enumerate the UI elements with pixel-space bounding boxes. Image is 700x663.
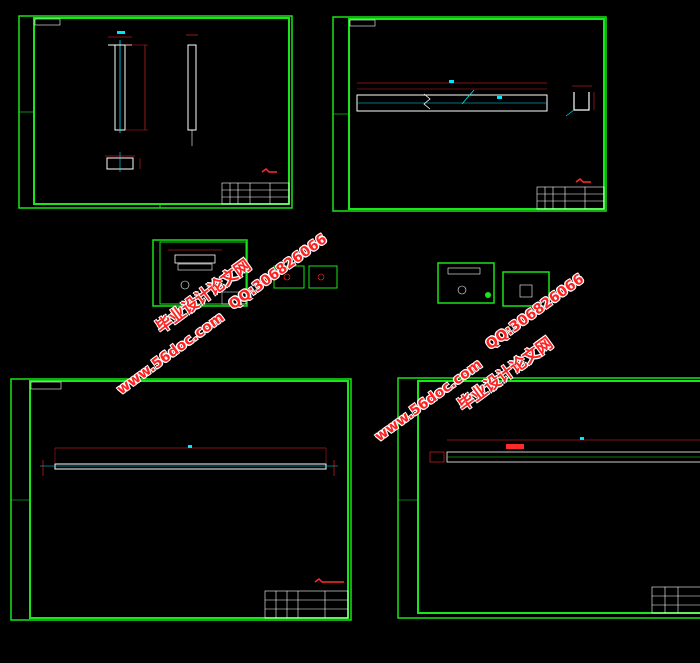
title-block — [536, 186, 605, 210]
drawing-sheet-small-5[interactable] — [502, 271, 550, 307]
drawing-sheet-small-2[interactable] — [273, 265, 305, 289]
part-channel-section — [565, 85, 595, 117]
drawing-sheet-4[interactable] — [397, 377, 700, 619]
part-extrusion — [429, 437, 700, 463]
roughness-mark — [314, 578, 344, 583]
drawing-sheet-2[interactable] — [332, 16, 607, 212]
drawing-sheet-small-1[interactable] — [152, 239, 248, 307]
drawing-sheet-1[interactable] — [18, 15, 293, 209]
title-block — [264, 590, 349, 619]
part-long-rail — [356, 80, 548, 112]
title-block — [651, 586, 700, 614]
drawing-sheet-small-4[interactable] — [437, 262, 495, 304]
title-block — [221, 182, 290, 205]
drawing-sheet-3[interactable] — [10, 378, 352, 621]
drawing-sheet-small-3[interactable] — [308, 265, 338, 289]
part-vertical-beam — [108, 31, 148, 133]
part-section-view — [105, 152, 141, 172]
part-side-view — [186, 34, 198, 146]
roughness-mark — [261, 168, 277, 173]
part-long-tube — [40, 445, 338, 476]
roughness-mark — [575, 178, 591, 183]
